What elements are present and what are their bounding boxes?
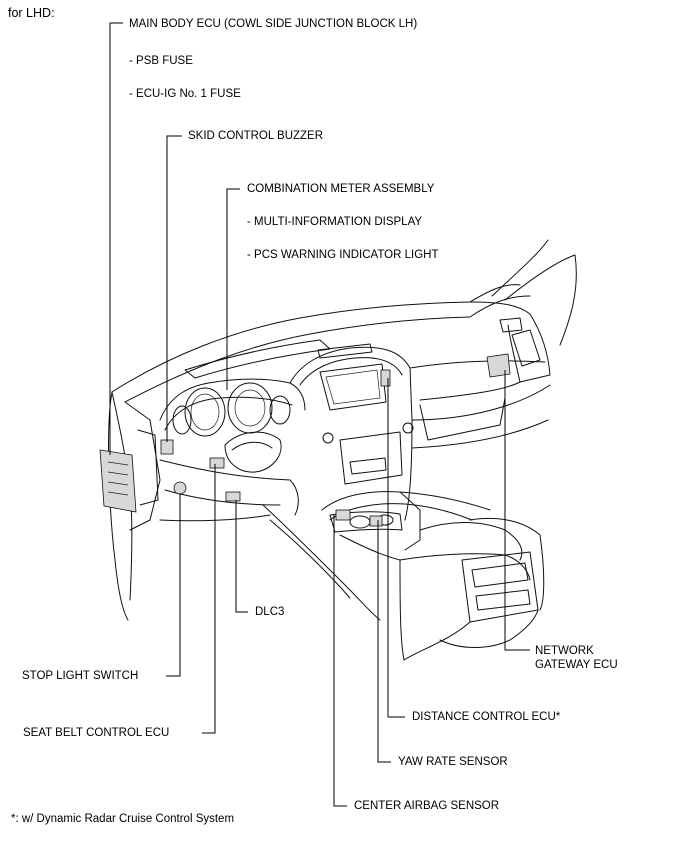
seat-belt-ecu-part xyxy=(209,457,225,469)
label-center-airbag-sensor: CENTER AIRBAG SENSOR xyxy=(354,800,500,812)
dlc3-part xyxy=(225,491,241,502)
label-dlc3: DLC3 xyxy=(255,606,285,618)
label-ecu-ig-fuse: - ECU-IG No. 1 FUSE xyxy=(129,88,241,100)
label-psb-fuse: - PSB FUSE xyxy=(129,55,193,67)
main-body-ecu-block xyxy=(99,449,137,513)
distance-control-ecu-part xyxy=(380,369,391,387)
diagram-caption: for LHD: xyxy=(8,6,55,20)
leader-lines xyxy=(109,22,530,807)
footnote: *: w/ Dynamic Radar Cruise Control Syste… xyxy=(11,813,235,825)
label-stop-light-switch: STOP LIGHT SWITCH xyxy=(22,670,139,682)
label-network-gateway-line2: GATEWAY ECU xyxy=(535,659,618,671)
center-airbag-sensor-part xyxy=(335,509,351,521)
label-combination-meter: COMBINATION METER ASSEMBLY xyxy=(247,183,435,195)
yaw-rate-sensor-part xyxy=(369,515,383,527)
label-yaw-rate-sensor: YAW RATE SENSOR xyxy=(398,756,508,768)
label-network-gateway-line1: NETWORK xyxy=(535,645,594,657)
label-main-body-ecu: MAIN BODY ECU (COWL SIDE JUNCTION BLOCK … xyxy=(129,18,418,30)
network-gateway-ecu-part xyxy=(486,353,511,378)
label-seat-belt-control-ecu: SEAT BELT CONTROL ECU xyxy=(23,727,170,739)
label-distance-control-ecu: DISTANCE CONTROL ECU* xyxy=(412,711,561,723)
dashboard-drawing xyxy=(108,239,577,661)
label-skid-control-buzzer: SKID CONTROL BUZZER xyxy=(188,130,324,142)
stop-light-switch-part xyxy=(173,481,187,495)
skid-control-buzzer-part xyxy=(160,439,174,455)
label-pcs-warning-light: - PCS WARNING INDICATOR LIGHT xyxy=(247,249,439,261)
label-multi-info-display: - MULTI-INFORMATION DISPLAY xyxy=(247,216,423,228)
